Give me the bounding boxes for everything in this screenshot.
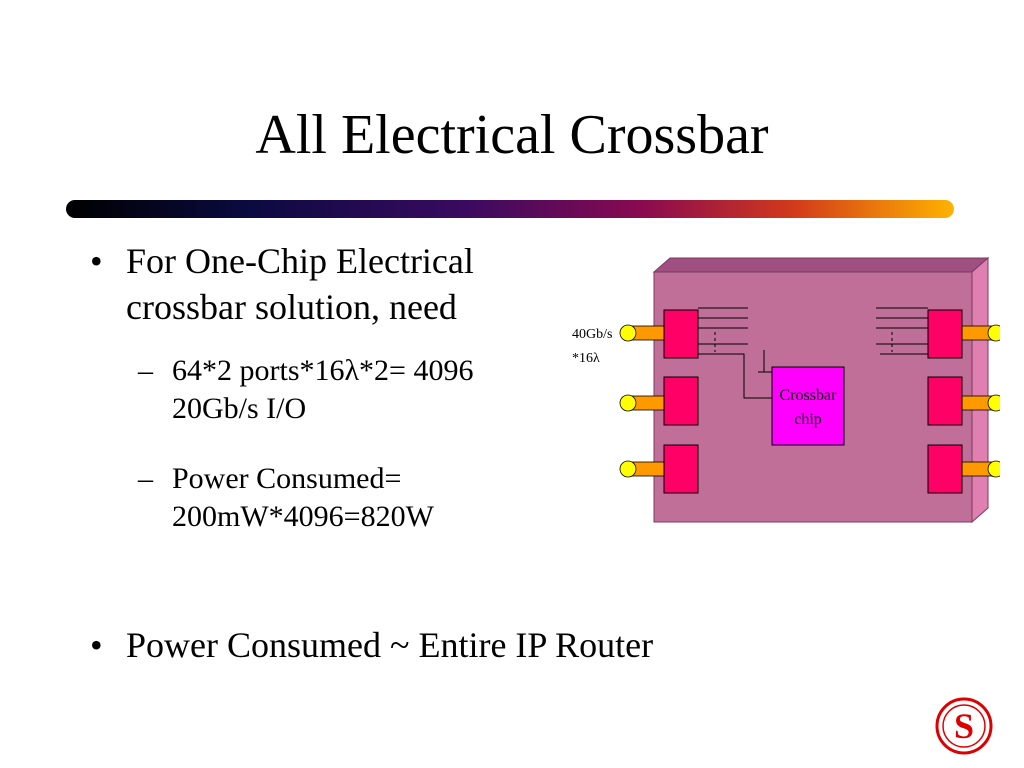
bullet-text: For One-Chip Electrical crossbar solutio… <box>126 241 474 327</box>
logo-letter: S <box>954 706 974 746</box>
rate-label: 40Gb/s <box>572 327 612 342</box>
left-linecard-1 <box>663 309 699 359</box>
crossbar-chip-label-line1: Crossbar <box>780 387 838 404</box>
right-connector-1-end <box>987 324 1000 342</box>
bullet-text: Power Consumed ~ Entire IP Router <box>126 625 654 665</box>
right-wire-bundle <box>876 307 928 355</box>
right-connectors <box>957 324 1000 478</box>
crossbar-diagram: Crossbar chip 40Gb/s *16λ <box>572 256 1000 524</box>
wavelength-label: *16λ <box>572 351 600 366</box>
right-linecard-1 <box>927 309 963 359</box>
left-linecard-3 <box>663 444 699 494</box>
right-linecard-3 <box>927 444 963 494</box>
left-linecard-2 <box>663 376 699 426</box>
slide-title: All Electrical Crossbar <box>255 104 769 166</box>
bullet-marker: • <box>90 625 103 665</box>
crossbar-chip <box>771 366 845 446</box>
crossbar-chip-label-line2: chip <box>794 411 822 428</box>
right-linecards <box>927 309 963 494</box>
left-wire-bundle <box>698 307 772 399</box>
right-connector-3-end <box>987 460 1000 478</box>
university-seal-logo: S <box>935 697 993 755</box>
sub-bullet-marker: – <box>138 354 153 387</box>
right-connector-2-end <box>987 394 1000 412</box>
sub-bullet-marker: – <box>138 462 153 495</box>
board-top-face <box>652 257 990 273</box>
left-linecards <box>663 309 699 494</box>
left-connector-2-end <box>619 394 637 412</box>
bullet-marker: • <box>90 241 103 281</box>
board-side-face <box>971 256 989 524</box>
right-linecard-2 <box>927 376 963 426</box>
title-divider-bar <box>66 200 954 218</box>
sub-bullet-text: Power Consumed= 200mW*4096=820W <box>172 462 434 533</box>
left-connector-3-end <box>619 460 637 478</box>
sub-bullet-text: 64*2 ports*16λ*2= 4096 20Gb/s I/O <box>172 354 474 425</box>
left-connector-1-end <box>619 324 637 342</box>
